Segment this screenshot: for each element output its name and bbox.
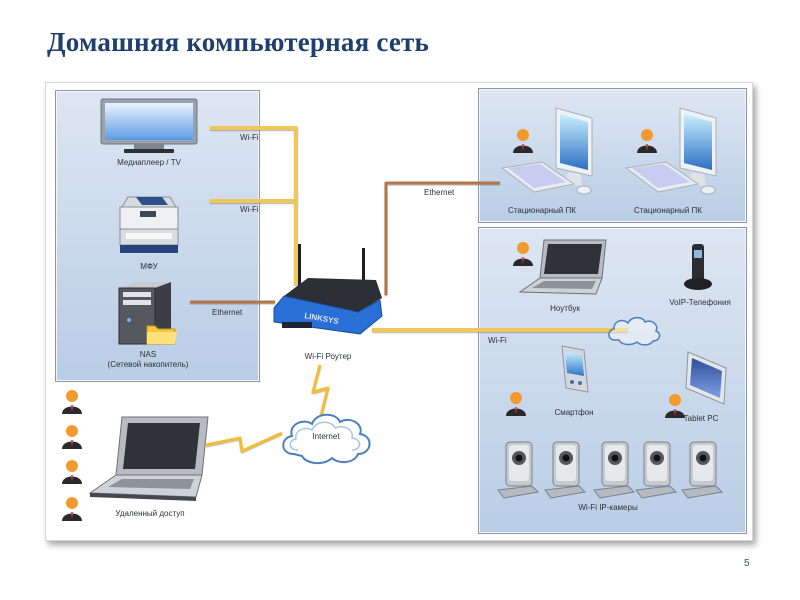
nas-label: NAS <box>139 350 157 359</box>
laptop-icon <box>518 239 607 295</box>
link-label-wifi-tv: Wi-Fi <box>240 133 259 142</box>
page-number: 5 <box>744 558 750 569</box>
ip-cameras-label: Wi-Fi IP-камеры <box>578 503 638 512</box>
ip-camera-icon <box>544 441 587 499</box>
tv-icon <box>100 98 198 153</box>
user-icon <box>513 129 533 153</box>
voip-phone-icon <box>684 244 712 290</box>
slide-title: Домашняя компьютерная сеть <box>47 27 429 57</box>
laptop-icon <box>88 416 209 501</box>
user-icon <box>637 129 657 153</box>
wireless-link-remote <box>205 431 283 453</box>
nas-server-icon <box>118 282 177 345</box>
user-icon <box>62 390 82 414</box>
user-icon <box>665 394 685 418</box>
laptop-label: Ноутбук <box>550 304 580 313</box>
desktop-pc-label-2: Стационарный ПК <box>634 206 702 215</box>
wireless-link-internet <box>311 364 330 421</box>
router-icon: LINKSYS <box>273 244 383 335</box>
internet-cloud-icon <box>282 413 371 464</box>
user-icon <box>62 460 82 484</box>
ip-camera-icon <box>635 441 678 499</box>
link-label-ethernet-nas: Ethernet <box>212 308 243 317</box>
nas-sublabel: (Сетевой накопитель) <box>107 360 189 369</box>
desktop-pc-icon <box>500 107 593 195</box>
user-icon <box>513 242 533 266</box>
tablet-label: Tablet PC <box>683 414 719 423</box>
wifi-link-tv <box>210 126 298 285</box>
ip-camera-icon <box>593 441 636 499</box>
user-icon <box>62 497 82 521</box>
voip-label: VoIP-Телефония <box>669 298 731 307</box>
smartphone-label: Смартфон <box>554 408 594 417</box>
desktop-pc-icon <box>624 107 717 195</box>
link-label-wifi-mfu: Wi-Fi <box>240 205 259 214</box>
tablet-icon <box>685 351 727 405</box>
router-label: Wi-Fi Роутер <box>304 352 352 361</box>
remote-access-label: Удаленный доступ <box>115 509 185 518</box>
printer-icon <box>119 196 179 253</box>
ip-camera-icon <box>681 441 724 499</box>
wifi-cloud-icon <box>608 316 661 346</box>
internet-label: Internet <box>312 432 340 441</box>
user-icon <box>62 425 82 449</box>
ip-camera-icon <box>497 441 540 499</box>
user-icon <box>506 392 526 416</box>
desktop-pc-label-1: Стационарный ПК <box>508 206 576 215</box>
link-label-wifi-right: Wi-Fi <box>488 336 507 345</box>
ethernet-link-pcs <box>384 181 500 295</box>
smartphone-icon <box>561 345 589 393</box>
link-label-ethernet-pcs: Ethernet <box>424 188 455 197</box>
tv-label: Медиаплеер / TV <box>117 158 181 167</box>
mfu-label: МФУ <box>140 262 158 271</box>
